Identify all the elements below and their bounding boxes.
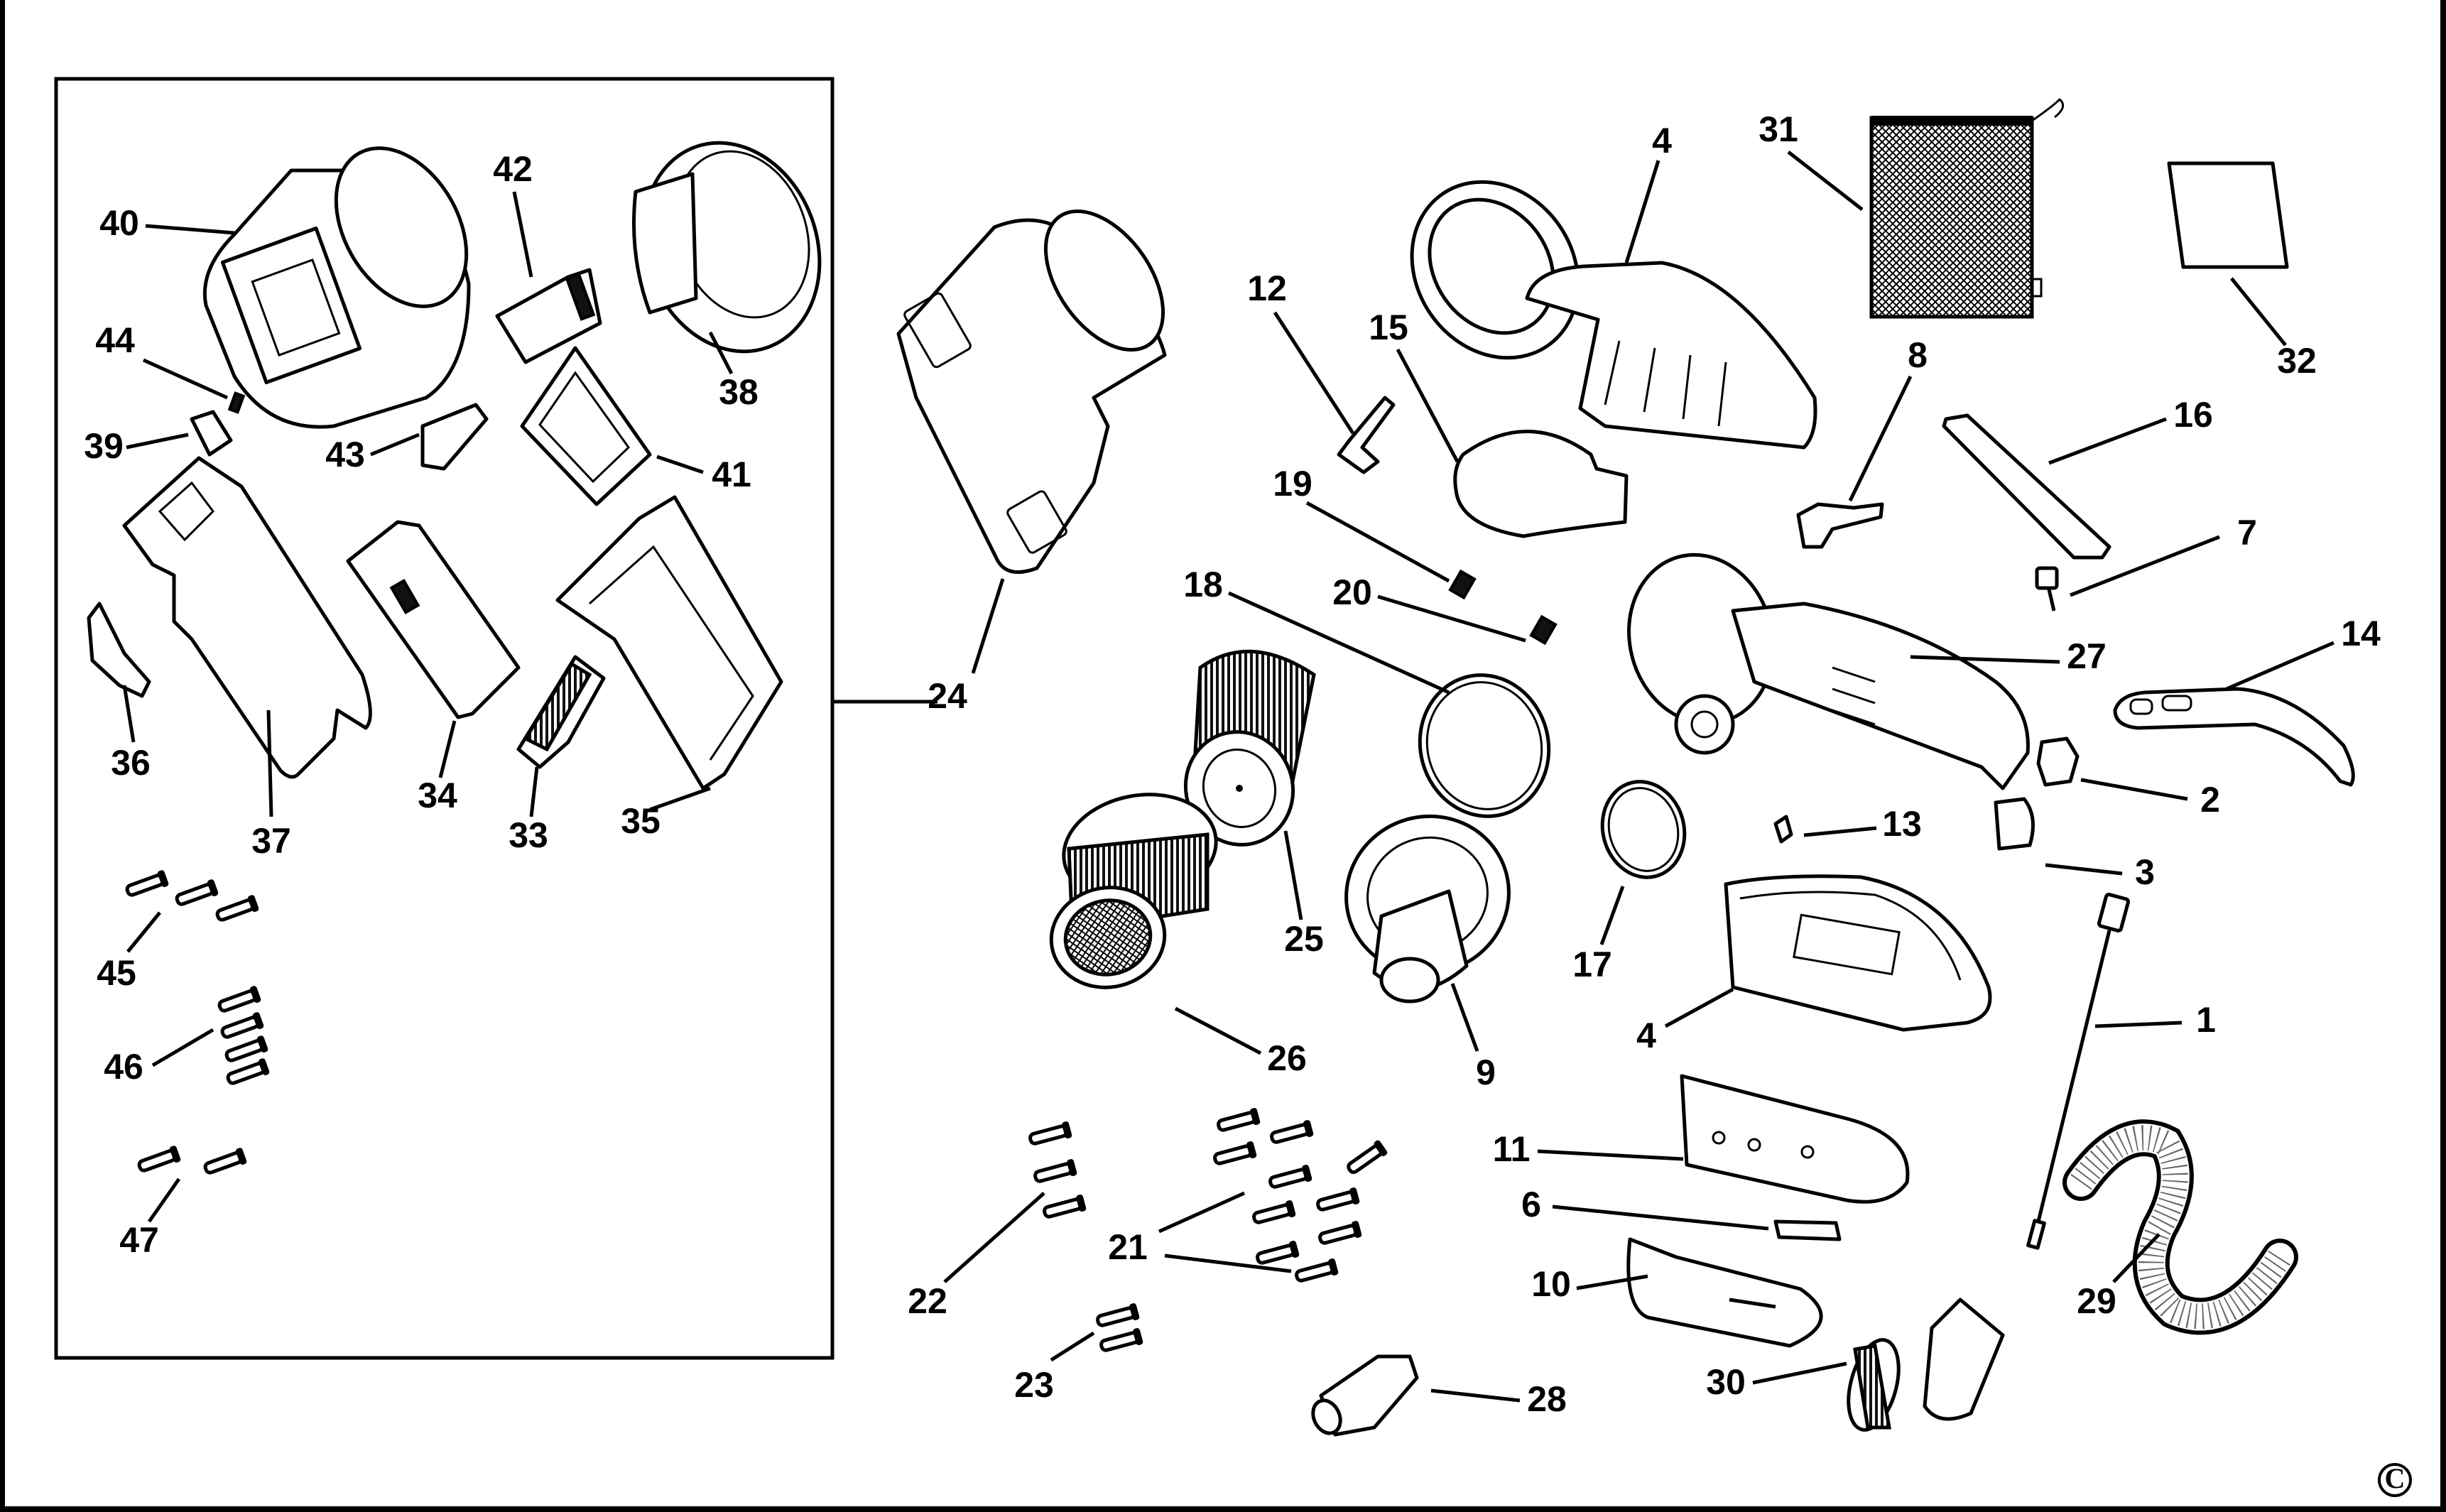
callout-36: 36 bbox=[111, 743, 151, 783]
callout-22: 22 bbox=[908, 1281, 947, 1321]
callout-38: 38 bbox=[719, 372, 759, 412]
part-29-flexible-hose-icon[interactable] bbox=[2062, 1119, 2298, 1335]
part-27-motor-housing-icon[interactable] bbox=[1610, 538, 2030, 790]
part-16-foam-strip-icon[interactable] bbox=[1942, 413, 2111, 560]
callout-7: 7 bbox=[2237, 513, 2257, 553]
callout-29: 29 bbox=[2077, 1281, 2116, 1321]
copyright-ring-icon bbox=[2378, 1463, 2412, 1497]
part-1-power-cord-icon[interactable] bbox=[2026, 893, 2131, 1250]
part-31-mesh-storage-bag-icon[interactable] bbox=[1869, 97, 2065, 319]
callout-26: 26 bbox=[1267, 1038, 1307, 1078]
callout-32: 32 bbox=[2277, 341, 2317, 381]
callout-24: 24 bbox=[928, 676, 967, 716]
part-4a-housing-half-icon[interactable] bbox=[1378, 149, 1817, 450]
part-9-cyclone-separator-icon[interactable] bbox=[1324, 793, 1531, 1004]
part-18-o-ring-large-icon[interactable] bbox=[1404, 660, 1565, 831]
part-10-side-cover-icon[interactable] bbox=[1626, 1237, 1823, 1348]
part-25-pleated-filter-icon[interactable] bbox=[1170, 649, 1316, 860]
callout-17: 17 bbox=[1572, 945, 1612, 984]
callout-43: 43 bbox=[325, 435, 365, 474]
part-30-brush-tool-icon[interactable] bbox=[1839, 1298, 2005, 1435]
callout-14: 14 bbox=[2341, 614, 2381, 653]
callout-2: 2 bbox=[2200, 780, 2220, 820]
callout-35: 35 bbox=[621, 801, 661, 841]
callout-19: 19 bbox=[1273, 464, 1312, 504]
part-41-pcb-frame-icon[interactable] bbox=[520, 346, 652, 506]
part-13-clip-icon[interactable] bbox=[1773, 815, 1793, 844]
part-40-battery-housing-icon[interactable] bbox=[202, 125, 493, 429]
part-34-battery-cell-icon[interactable] bbox=[346, 520, 521, 719]
copyright-symbol: C bbox=[2385, 1462, 2406, 1494]
callout-15: 15 bbox=[1369, 308, 1408, 347]
part-45-screw-set-icon[interactable] bbox=[125, 869, 260, 924]
callout-1: 1 bbox=[2196, 1000, 2216, 1040]
callout-27: 27 bbox=[2067, 636, 2107, 676]
callout-28: 28 bbox=[1527, 1379, 1567, 1419]
callout-13: 13 bbox=[1882, 804, 1922, 844]
callout-46: 46 bbox=[104, 1047, 143, 1087]
part-4b-housing-half-icon[interactable] bbox=[1724, 874, 1992, 1032]
callout-41: 41 bbox=[712, 455, 751, 494]
part-28-crevice-tool-icon[interactable] bbox=[1308, 1354, 1419, 1437]
callout-25: 25 bbox=[1284, 919, 1324, 959]
sub-assembly-box bbox=[54, 77, 835, 1360]
part-35-battery-frame-icon[interactable] bbox=[555, 495, 783, 790]
part-15-gasket-flap-icon[interactable] bbox=[1453, 430, 1629, 538]
part-42-pcb-icon[interactable] bbox=[495, 268, 602, 364]
part-37-battery-cover-icon[interactable] bbox=[122, 456, 372, 779]
part-32-manual-sheet-icon[interactable] bbox=[2167, 161, 2289, 269]
part-22-screw-set-icon[interactable] bbox=[1028, 1121, 1087, 1221]
part-19-spring-icon[interactable] bbox=[1448, 569, 1477, 600]
callout-42: 42 bbox=[493, 149, 533, 189]
part-26-mesh-pre-filter-icon[interactable] bbox=[1043, 783, 1224, 996]
part-14-handle-grip-icon[interactable] bbox=[2113, 687, 2355, 787]
part-36-latch-icon[interactable] bbox=[87, 602, 151, 698]
part-7-led-icon[interactable] bbox=[2035, 566, 2059, 611]
callout-45: 45 bbox=[97, 953, 136, 993]
callout-18: 18 bbox=[1183, 565, 1223, 604]
callout-31: 31 bbox=[1759, 109, 1798, 149]
part-24-battery-pack-assembly-icon[interactable] bbox=[896, 190, 1187, 575]
part-3-switch-cover-icon[interactable] bbox=[1994, 797, 2035, 851]
callout-12: 12 bbox=[1247, 268, 1287, 308]
callout-21: 21 bbox=[1108, 1227, 1148, 1267]
callout-10: 10 bbox=[1531, 1264, 1571, 1304]
callout-6: 6 bbox=[1521, 1185, 1541, 1224]
callout-40: 40 bbox=[99, 203, 139, 243]
part-33-terminal-block-icon[interactable] bbox=[516, 655, 606, 769]
callout-11: 11 bbox=[1493, 1129, 1531, 1169]
part-20-spring-icon[interactable] bbox=[1529, 614, 1558, 646]
callout-33: 33 bbox=[509, 815, 548, 855]
callout-47: 47 bbox=[119, 1220, 159, 1260]
callout-4b: 4 bbox=[1636, 1016, 1656, 1055]
part-17-o-ring-small-icon[interactable] bbox=[1592, 773, 1695, 887]
part-12-spring-clip-icon[interactable] bbox=[1337, 396, 1396, 474]
part-6-latch-icon[interactable] bbox=[1773, 1219, 1842, 1241]
part-44-spring-icon[interactable] bbox=[227, 391, 246, 414]
callout-44: 44 bbox=[95, 320, 135, 360]
callout-16: 16 bbox=[2173, 395, 2213, 435]
callout-9: 9 bbox=[1476, 1053, 1496, 1092]
part-46-screw-set-icon[interactable] bbox=[217, 985, 271, 1087]
callout-3: 3 bbox=[2135, 852, 2155, 892]
callout-4a: 4 bbox=[1652, 121, 1672, 161]
callout-23: 23 bbox=[1014, 1365, 1054, 1405]
callout-34: 34 bbox=[418, 776, 457, 815]
part-8-release-button-icon[interactable] bbox=[1796, 502, 1884, 549]
callout-30: 30 bbox=[1706, 1362, 1746, 1402]
part-39-clip-icon[interactable] bbox=[190, 410, 233, 457]
part-23-screw-set-icon[interactable] bbox=[1096, 1302, 1143, 1354]
part-38-end-cap-icon[interactable] bbox=[615, 118, 848, 376]
part-11-side-panel-icon[interactable] bbox=[1680, 1074, 1910, 1204]
callout-20: 20 bbox=[1332, 572, 1372, 612]
callout-37: 37 bbox=[251, 821, 291, 861]
part-2-switch-icon[interactable] bbox=[2036, 736, 2080, 787]
callout-8: 8 bbox=[1908, 335, 1928, 375]
part-43-connector-icon[interactable] bbox=[420, 403, 489, 471]
callout-39: 39 bbox=[84, 426, 124, 466]
part-47-screw-set-icon[interactable] bbox=[137, 1145, 248, 1177]
